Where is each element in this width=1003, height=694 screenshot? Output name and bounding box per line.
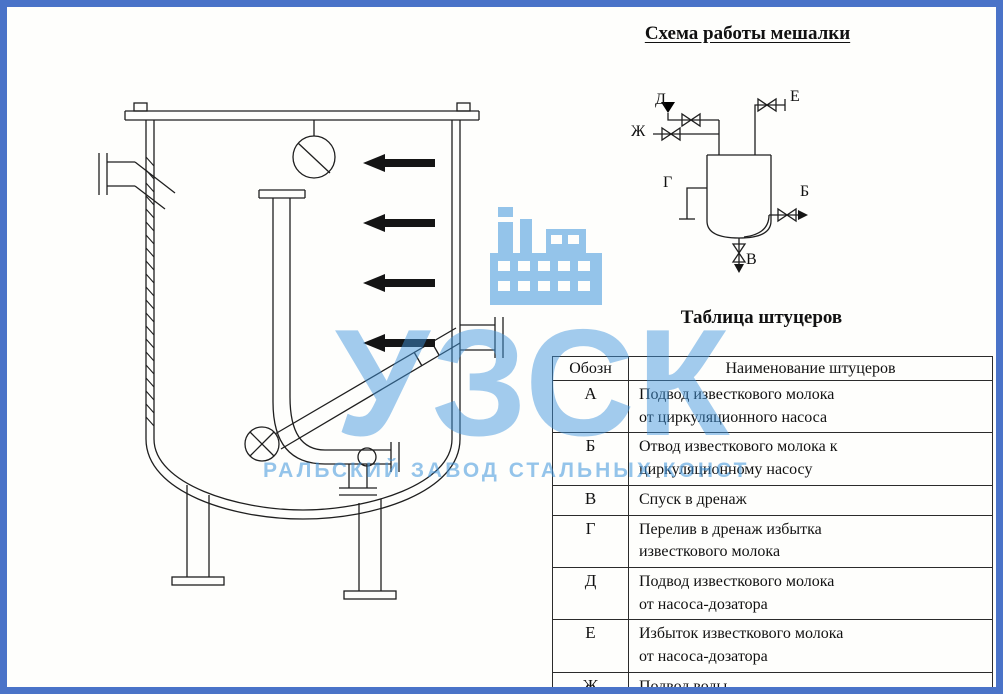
table-row: Д Подвод известкового молока от насоса-д… <box>552 567 993 621</box>
table-title: Таблица штуцеров <box>680 307 843 328</box>
nozzle-name: Подвод известкового молока от насоса-доз… <box>628 567 993 621</box>
nozzle-symbol: Ж <box>552 671 629 687</box>
nozzle-name: Избыток известкового молока от насоса-до… <box>628 619 993 673</box>
schematic-label-b: Б <box>800 183 810 200</box>
valve-icon <box>661 126 681 142</box>
table-row: А Подвод известкового молока от циркуляц… <box>552 379 993 434</box>
table-row: Г Перелив в дренаж избытка известкового … <box>552 514 993 569</box>
flow-arrow <box>363 214 435 232</box>
nozzle-symbol: В <box>552 484 629 516</box>
table-row: Е Избыток известкового молока от насоса-… <box>552 619 993 673</box>
schematic-label-g: Г <box>663 174 673 191</box>
nozzle-table: Обозн Наименование штуцеров А Подвод изв… <box>552 356 993 687</box>
col-header-symbol: Обозн <box>552 356 629 381</box>
nozzle-name: Перелив в дренаж избытка известкового мо… <box>628 514 993 569</box>
nozzle-name: Подвод воды <box>628 671 993 687</box>
schematic-label-v: В <box>746 251 757 268</box>
arrow-icon <box>798 210 808 220</box>
valve-icon <box>757 97 777 113</box>
flow-arrow <box>363 274 435 292</box>
table-row: Ж Подвод воды <box>552 671 993 687</box>
nozzle-name: Спуск в дренаж <box>628 484 993 516</box>
vessel-drawing <box>98 102 504 600</box>
valve-icon <box>777 207 797 223</box>
valve-icon <box>681 112 701 128</box>
nozzle-symbol: Д <box>552 567 629 621</box>
valve-icon <box>731 243 747 263</box>
nozzle-symbol: А <box>552 379 629 434</box>
flow-arrow <box>363 154 435 172</box>
nozzle-symbol: Г <box>552 514 629 569</box>
table-row: В Спуск в дренаж <box>552 484 993 516</box>
scheme-title: Схема работы мешалки <box>644 23 851 44</box>
arrow-icon <box>734 264 744 273</box>
schematic-label-e: Е <box>790 88 800 105</box>
nozzle-symbol: Б <box>552 432 629 486</box>
nozzle-symbol: Е <box>552 619 629 673</box>
table-header-row: Обозн Наименование штуцеров <box>552 356 993 381</box>
schematic-label-d: Д <box>655 91 666 108</box>
schematic-diagram <box>653 97 808 273</box>
table-row: Б Отвод известкового молока к циркуляцио… <box>552 432 993 486</box>
col-header-name: Наименование штуцеров <box>628 356 993 381</box>
flow-arrow <box>363 334 435 352</box>
nozzle-name: Отвод известкового молока к циркуляционн… <box>628 432 993 486</box>
schematic-label-zh: Ж <box>631 123 646 140</box>
technical-drawing <box>98 97 808 600</box>
nozzle-name: Подвод известкового молока от циркуляцио… <box>628 379 993 434</box>
